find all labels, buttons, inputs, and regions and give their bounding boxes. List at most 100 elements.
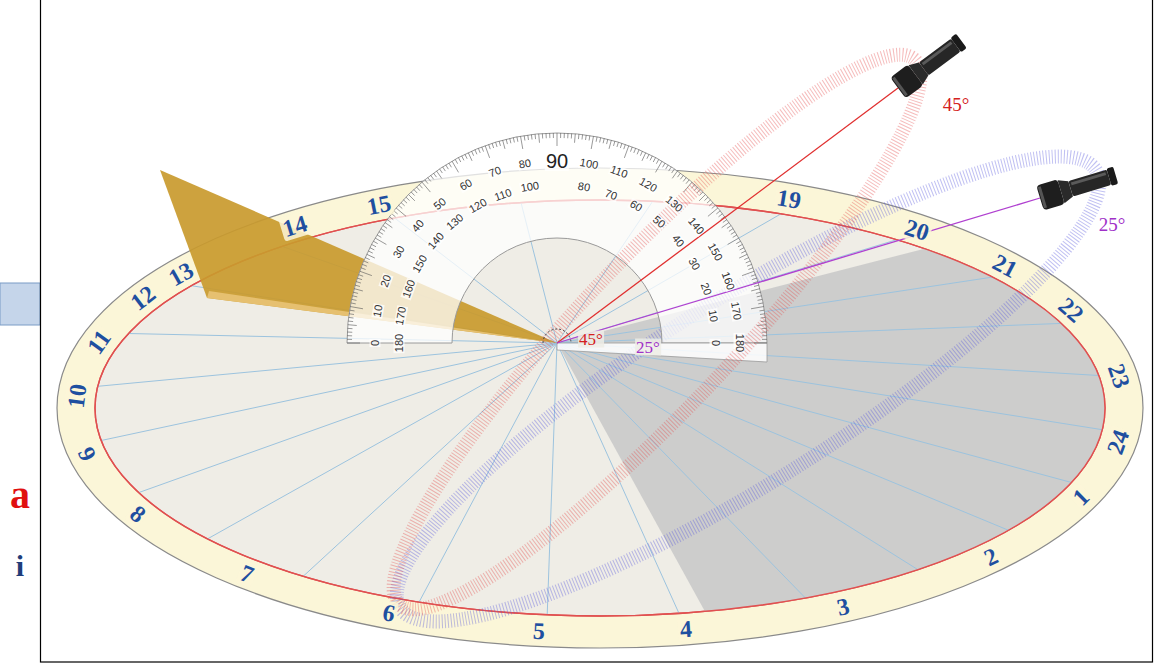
protractor-tick — [482, 147, 484, 152]
protractor-tick — [564, 133, 565, 138]
protractor-tick — [614, 141, 615, 146]
protractor-tick — [736, 241, 740, 243]
protractor-tick — [351, 302, 356, 304]
protractor-tick — [465, 154, 467, 159]
protractor-tick — [760, 313, 765, 315]
protractor-tick — [527, 135, 529, 140]
protractor-tick — [367, 254, 375, 258]
protractor-tick — [489, 144, 491, 149]
protractor-tick — [680, 175, 683, 179]
protractor-tick — [360, 271, 372, 275]
protractor-tick — [496, 142, 497, 147]
protractor-tick — [355, 285, 360, 286]
protractor-tick — [589, 136, 591, 141]
protractor-tick — [409, 195, 415, 201]
protractor-tick — [574, 134, 576, 143]
hour-line — [557, 343, 1072, 483]
protractor-tick — [549, 133, 550, 138]
protractor-tick — [647, 154, 649, 159]
protractor-tick — [365, 258, 370, 260]
protractor-tick — [492, 143, 494, 148]
protractor-tick — [751, 275, 756, 277]
protractor-tick — [516, 137, 518, 142]
protractor-tick — [546, 133, 547, 138]
text-fragment: i — [16, 551, 24, 581]
protractor-tick — [373, 241, 377, 243]
protractor-tick — [416, 187, 419, 191]
protractor-tick — [650, 156, 652, 160]
protractor-tick — [347, 339, 352, 340]
protractor-tick — [521, 136, 523, 149]
protractor-tick — [581, 135, 583, 140]
protractor-tick — [642, 153, 646, 161]
protractor-tick — [440, 169, 443, 173]
protractor-tick — [510, 138, 511, 143]
protractor-tick — [358, 275, 363, 277]
protractor-tick — [506, 139, 507, 144]
protractor-tick — [354, 289, 363, 291]
protractor-tick — [748, 268, 753, 270]
protractor-tick — [741, 251, 746, 253]
protractor-tick — [709, 202, 713, 205]
protractor-tick — [762, 339, 767, 340]
hour-line — [98, 343, 557, 386]
protractor-scale-number: 180 — [394, 333, 405, 353]
hour-number: 5 — [531, 618, 548, 643]
protractor-tick — [468, 153, 472, 161]
protractor-tick — [462, 156, 464, 160]
frame — [41, 0, 1153, 662]
protractor-tick — [740, 248, 744, 250]
angle-label: 45° — [942, 95, 971, 114]
protractor-tick — [571, 134, 572, 139]
protractor-tick — [624, 144, 626, 149]
protractor-tick — [699, 195, 705, 201]
protractor-scale-number: 80 — [517, 157, 533, 170]
protractor-tick — [364, 261, 369, 263]
protractor-tick — [596, 137, 598, 142]
text-fragment: a — [10, 475, 30, 515]
protractor-tick — [443, 167, 446, 171]
protractor-tick — [683, 178, 686, 182]
flashlight — [1036, 163, 1119, 211]
protractor-tick — [513, 138, 514, 143]
protractor-tick — [751, 289, 760, 291]
protractor-tick — [669, 167, 672, 171]
protractor-tick — [656, 159, 658, 163]
protractor-tick — [347, 332, 352, 333]
protractor-tick — [383, 226, 387, 229]
protractor-tick — [656, 161, 663, 172]
protractor-tick — [620, 143, 622, 148]
hour-line — [557, 343, 805, 598]
protractor-tick — [686, 180, 689, 184]
protractor-tick — [739, 254, 747, 258]
hour-number: 15 — [363, 190, 395, 219]
protractor-tick — [754, 343, 767, 344]
protractor-tick — [723, 220, 727, 223]
protractor-ticks — [347, 133, 767, 343]
protractor-tick — [449, 163, 452, 167]
protractor-tick — [758, 299, 763, 300]
beam-line-45 — [557, 88, 898, 343]
protractor-tick — [406, 197, 410, 200]
protractor-tick — [350, 310, 355, 312]
protractor-tick — [637, 150, 639, 155]
protractor-tick — [401, 202, 405, 205]
protractor-tick — [389, 217, 393, 220]
hour-line — [129, 334, 558, 344]
protractor-tick — [738, 244, 742, 246]
protractor-tick — [349, 313, 354, 315]
protractor-tick — [672, 169, 675, 173]
shade-region — [557, 249, 1105, 612]
protractor-tick — [719, 214, 723, 217]
protractor-tick — [744, 258, 749, 260]
protractor-tick — [349, 317, 354, 319]
protractor-tick — [411, 192, 414, 196]
protractor-tick — [455, 159, 457, 163]
protractor-tick — [472, 151, 474, 156]
protractor-tick — [731, 232, 735, 235]
protractor-tick — [478, 148, 480, 153]
protractor-scale-number: 180 — [734, 333, 745, 353]
protractor-tick — [348, 328, 353, 329]
protractor-scale-number: 10 — [706, 308, 719, 324]
angle-label: 25° — [635, 339, 661, 356]
